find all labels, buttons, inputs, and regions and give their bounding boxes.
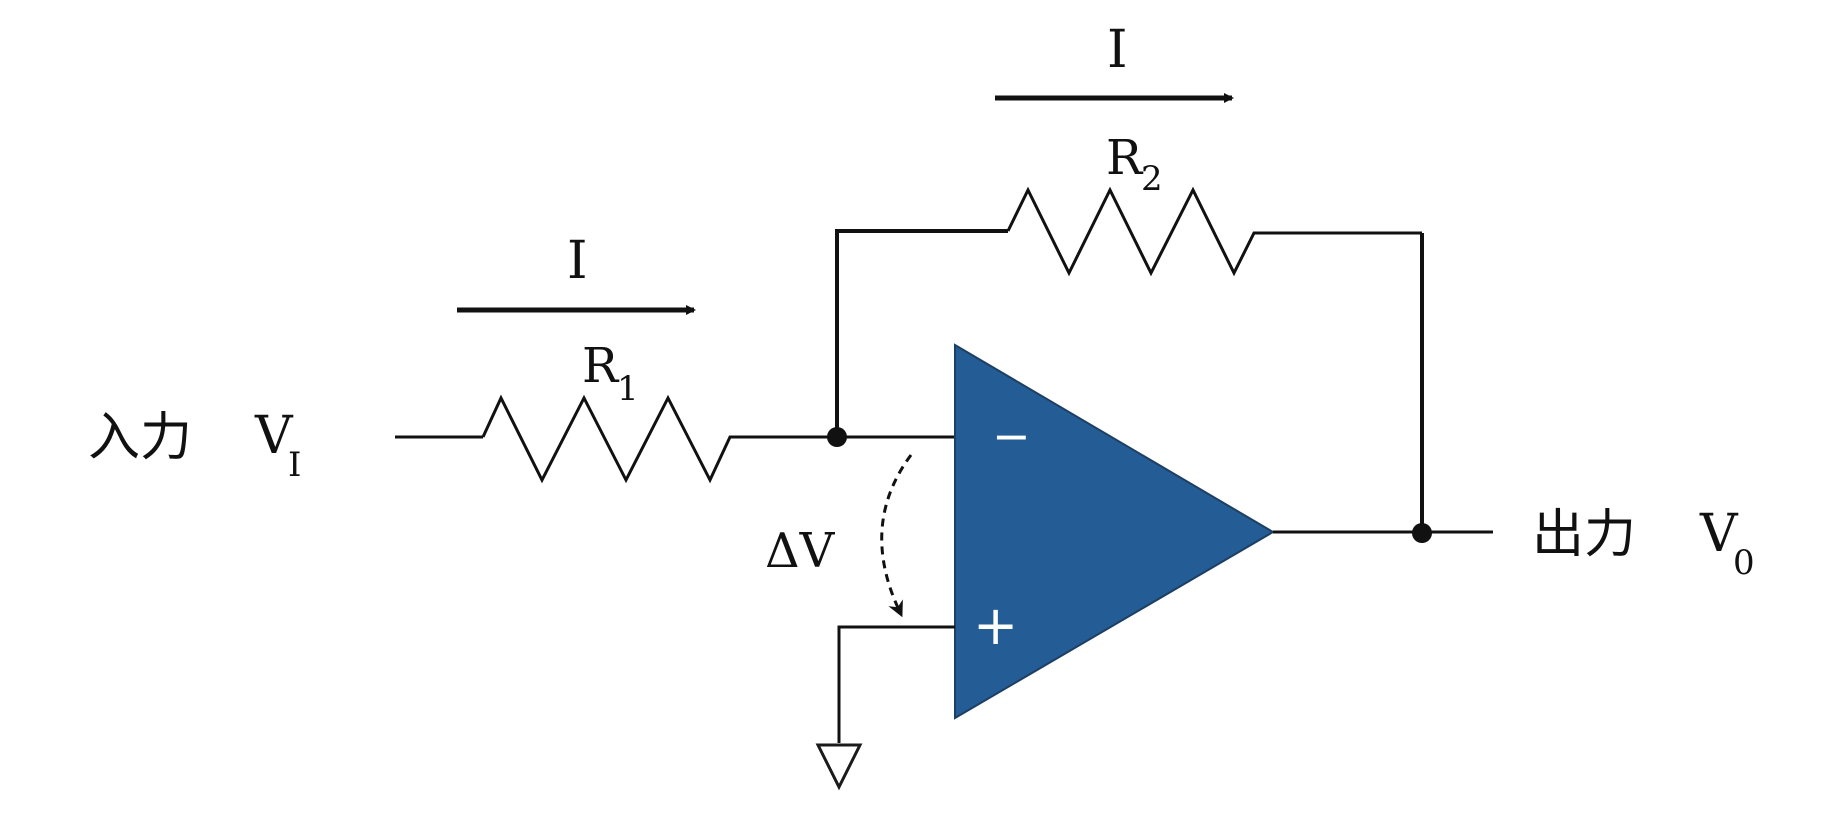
resistor-r2-subscript: 2 bbox=[1141, 159, 1163, 199]
feedback-left-wire bbox=[835, 229, 1008, 437]
current-feedback-label: I bbox=[1107, 20, 1128, 80]
inverting-input-sign: − bbox=[992, 409, 1031, 463]
resistor-r1 bbox=[481, 394, 837, 484]
output-label: 出力 bbox=[1532, 505, 1636, 565]
input-label: 入力 bbox=[88, 408, 192, 468]
current-input-label: I bbox=[567, 231, 588, 291]
input-voltage-subscript: I bbox=[288, 445, 301, 485]
resistor-r1-symbol: R bbox=[582, 338, 620, 394]
noninverting-input-sign: + bbox=[973, 594, 1018, 657]
resistor-r2 bbox=[1006, 186, 1422, 277]
resistor-r2-symbol: R bbox=[1106, 130, 1144, 186]
resistor-r1-subscript: 1 bbox=[617, 369, 639, 409]
noninverting-input-wire bbox=[837, 625, 955, 743]
inverting-node-dot bbox=[827, 427, 847, 447]
output-voltage-symbol: V bbox=[1699, 504, 1739, 564]
delta-v-label: ΔV bbox=[765, 523, 836, 579]
op-amp-triangle bbox=[954, 343, 1275, 720]
output-node-dot bbox=[1412, 523, 1432, 543]
input-voltage-symbol: V bbox=[254, 406, 294, 466]
delta-v-arrow bbox=[880, 454, 913, 618]
ground-icon bbox=[815, 743, 863, 791]
output-voltage-subscript: 0 bbox=[1733, 543, 1755, 583]
